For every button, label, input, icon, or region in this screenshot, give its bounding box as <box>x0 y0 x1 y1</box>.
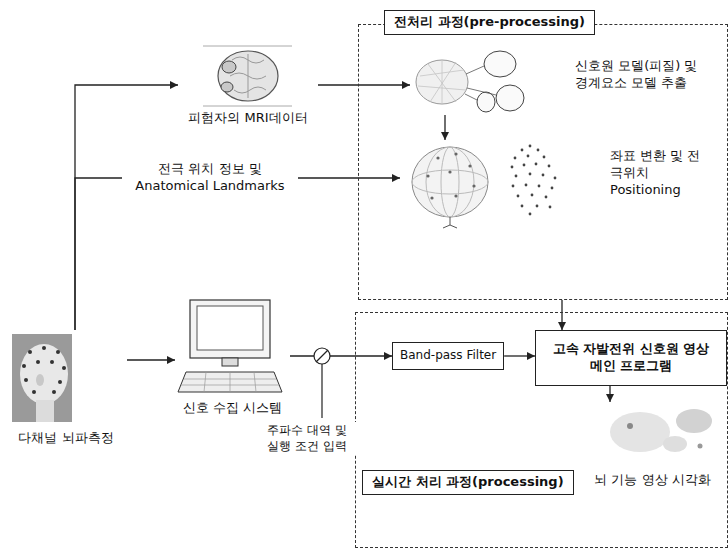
figure-caption: 뇌 기능 영상 시각화 <box>585 472 720 489</box>
edge-label: 전극 위치 정보 및 Anatomical Landmarks <box>122 160 298 196</box>
connector-arrow <box>561 300 562 330</box>
figure-node: 다채널 뇌파측정 <box>5 330 127 452</box>
input-note: 주파수 대역 및 실행 조건 입력 <box>256 422 358 455</box>
box-text: Band-pass Filter <box>400 348 496 364</box>
mri-brain <box>218 51 278 101</box>
figure-node: 신호원 모델(피질) 및 경계요소 모델 추출 <box>410 45 720 115</box>
connector-arrow <box>127 359 175 360</box>
figure-caption: 좌표 변환 및 전극위치 Positioning <box>610 148 710 199</box>
activation-spot <box>627 423 633 429</box>
mri-blob <box>221 82 233 92</box>
ear-shape <box>36 374 44 386</box>
figure-node: 피험자의 MRI데이터 <box>178 48 318 130</box>
edge-label-holder: 전극 위치 정보 및 Anatomical Landmarks <box>122 160 298 196</box>
head-electrodes <box>426 152 475 199</box>
electrode-cloud <box>511 145 557 216</box>
figure-node: 좌표 변환 및 전극위치 Positioning <box>400 140 720 230</box>
brain-image <box>676 409 712 433</box>
note-holder: 주파수 대역 및 실행 조건 입력 <box>256 422 358 455</box>
activation-spot <box>698 444 703 449</box>
boundary-shell <box>477 92 495 112</box>
cortex-mesh <box>416 60 468 104</box>
head-mesh-line <box>441 147 459 217</box>
connector-group <box>75 85 610 402</box>
axis-symbol <box>443 217 457 228</box>
connector-arrow <box>504 355 535 356</box>
head-mesh-line <box>426 147 474 217</box>
head-mesh-line <box>412 170 488 194</box>
connector-arrow <box>609 386 610 402</box>
connector-arrow <box>75 85 178 330</box>
boundary-shell <box>496 85 524 111</box>
figure-caption: 피험자의 MRI데이터 <box>178 110 318 127</box>
figure-caption: 다채널 뇌파측정 <box>5 430 127 447</box>
connector-arrow <box>318 84 410 85</box>
brain-image <box>663 436 687 452</box>
switch-symbol <box>316 350 328 362</box>
region-heading: 전처리 과정(pre-processing) <box>384 10 595 35</box>
neck-shape <box>36 400 54 422</box>
region-heading: 실시간 처리 과정(processing) <box>362 470 574 495</box>
figure-caption: 신호원 모델(피질) 및 경계요소 모델 추출 <box>575 58 710 92</box>
figure-caption: 신호 수집 시스템 <box>175 400 290 417</box>
brain-image <box>610 412 670 452</box>
leader-line <box>321 364 322 418</box>
mri-gyri <box>230 54 266 98</box>
connector-arrow <box>290 355 392 356</box>
mesh-lines <box>418 60 466 104</box>
leader-line <box>465 66 496 100</box>
box-text: 고속 자발전위 신호원 영상 메인 프로그램 <box>544 341 718 375</box>
keyboard <box>178 372 282 392</box>
process-box: 고속 자발전위 신호원 영상 메인 프로그램 <box>535 330 727 386</box>
head-mesh <box>412 147 488 217</box>
process-region: 실시간 처리 과정(processing) Band-pass Filter 고속 … <box>355 312 728 548</box>
switch-symbol <box>314 348 330 364</box>
monitor <box>190 300 270 358</box>
process-box: Band-pass Filter <box>392 342 504 370</box>
connector-arrow <box>444 115 445 140</box>
head-shape <box>20 344 68 404</box>
mri-frame-line <box>203 106 292 107</box>
mri-blob <box>222 61 236 73</box>
mri-frame-line <box>203 46 292 47</box>
photo-ground <box>12 334 72 422</box>
monitor-screen <box>197 306 263 350</box>
boundary-shell <box>484 51 516 77</box>
figure-node: 뇌 기능 영상 시각화 <box>585 402 720 491</box>
eeg-electrodes <box>22 346 66 394</box>
figure-node: 신호 수집 시스템 <box>175 296 290 419</box>
keyboard-keys <box>181 372 279 392</box>
monitor-stand <box>222 358 238 366</box>
process-region: 전처리 과정(pre-processing)신호원 모델(피질) 및 경계요소 … <box>358 24 728 300</box>
